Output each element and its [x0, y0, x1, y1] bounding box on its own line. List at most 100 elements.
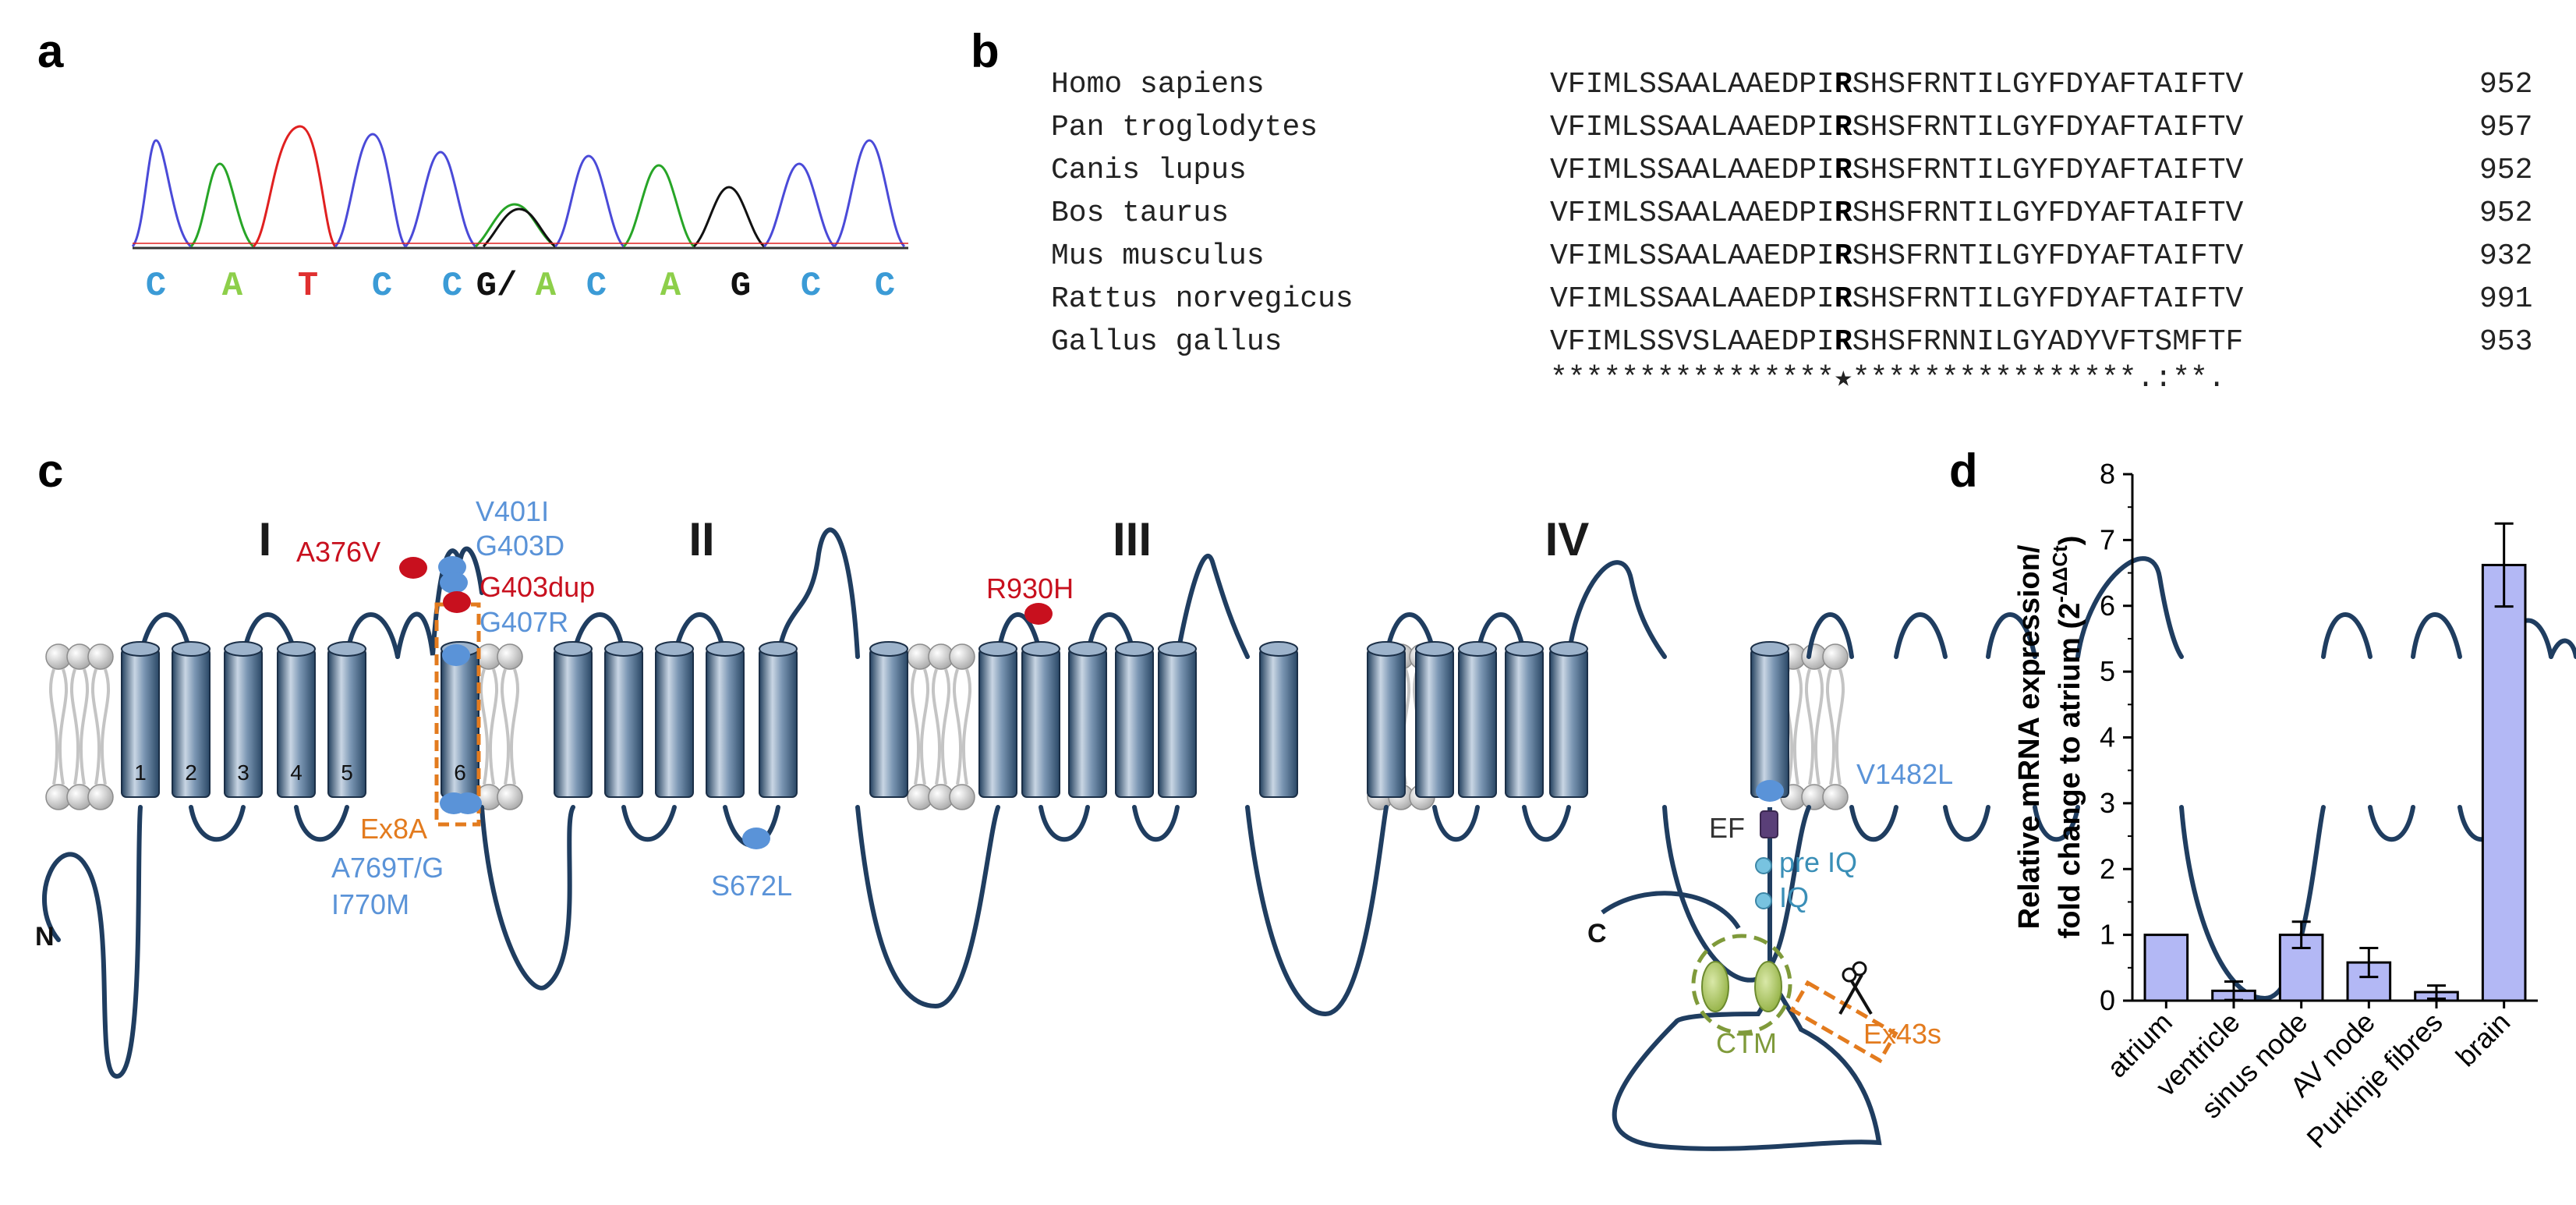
lipid-tail: [1835, 668, 1845, 785]
sequence-pre: VFIMLSSAALAAEDPI: [1550, 197, 1835, 230]
channel-loop: [294, 805, 349, 842]
variant-label-a769: A769T/G: [331, 852, 444, 884]
channel-loop: [345, 612, 400, 659]
channel-loop: [1943, 805, 1990, 842]
trace-peak-a2: [622, 164, 695, 248]
channel-loop: [1245, 805, 1389, 1017]
lipid-tail: [1813, 668, 1824, 785]
channel-loop: [1522, 805, 1571, 842]
conserved-arginine: R: [1835, 197, 1852, 230]
c-terminal-end: [1601, 891, 1741, 930]
channel-loop: [1986, 612, 2037, 659]
channel-loop: [1132, 805, 1180, 842]
conserved-arginine: R: [1835, 282, 1852, 316]
trace-peak-c6: [833, 139, 906, 248]
y-tick-label: 7: [2100, 523, 2115, 555]
channel-loop: [458, 546, 484, 595]
channel-loop: [621, 805, 677, 842]
lipid-tail: [919, 668, 930, 785]
channel-loop: [855, 805, 1000, 1009]
helix-body: [1115, 648, 1154, 798]
lipid-head: [87, 643, 114, 670]
transmembrane-helix: [224, 641, 263, 798]
v401i-dot: [438, 556, 466, 578]
ctm-outline: [1691, 934, 1792, 1035]
ctm-helix: [1701, 961, 1729, 1012]
variant-label-g407r: G407R: [479, 606, 568, 638]
helix-body: [978, 648, 1017, 798]
transmembrane-helix: [277, 641, 316, 798]
channel-loop: [2033, 805, 2080, 842]
r930h-dot: [1024, 603, 1053, 625]
conserved-arginine: R: [1835, 154, 1852, 187]
base-call: A: [536, 267, 557, 306]
helix-top: [121, 641, 160, 657]
trace-peak-a1: [189, 162, 255, 248]
variant-label-a376v: A376V: [296, 536, 380, 568]
helix-top: [1158, 641, 1197, 657]
base-call: C: [372, 267, 392, 306]
y-tick-label: 3: [2100, 787, 2115, 819]
lipid-head: [949, 643, 975, 670]
g403d-dot: [440, 572, 468, 594]
lipid-cluster: [1780, 643, 1849, 810]
helix-body: [1367, 648, 1406, 798]
lipid-tail: [479, 668, 490, 785]
transmembrane-helix: [978, 641, 1017, 798]
sequence-post: SHSFRNTILGYFDYAFTAIFTV: [1852, 111, 2244, 144]
residue-position: 952: [2479, 154, 2532, 187]
transmembrane-helix: [1415, 641, 1454, 798]
lipid-tail: [1825, 668, 1836, 785]
base-call: C: [801, 267, 821, 306]
channel-loop: [2411, 612, 2462, 659]
channel-loop: [395, 548, 462, 659]
helix-top: [604, 641, 643, 657]
conserved-arginine: R: [1835, 325, 1852, 359]
helix-top: [224, 641, 263, 657]
base-call: G: [731, 267, 751, 306]
channel-loop: [1384, 612, 1437, 659]
lipid-head: [87, 784, 114, 810]
sequence-post: SHSFRNTILGYFDYAFTAIFTV: [1852, 282, 2244, 316]
residue-position: 953: [2479, 325, 2532, 359]
sequence-pre: VFIMLSSAALAAEDPI: [1550, 111, 1835, 144]
helix-body: [869, 648, 908, 798]
lipid-tail: [58, 668, 69, 785]
base-call: A: [222, 267, 243, 306]
sequence-pre: VFIMLSSAALAAEDPI: [1550, 282, 1835, 316]
pre-iq-label: pre IQ: [1779, 846, 1857, 878]
domain-label: II: [688, 513, 714, 565]
helix-body: [554, 648, 593, 798]
channel-loop: [138, 612, 193, 659]
base-call: C: [442, 267, 462, 306]
segment-number: 6: [454, 760, 466, 785]
trace-peak-c5: [763, 162, 836, 248]
lipid-head: [1822, 643, 1849, 670]
helix-body: [1549, 648, 1588, 798]
transmembrane-helix: [554, 641, 593, 798]
lipid-head: [949, 784, 975, 810]
helix-body: [1505, 648, 1544, 798]
helix-top: [327, 641, 366, 657]
channel-loop: [479, 805, 575, 991]
segment-number: 2: [185, 760, 197, 785]
species-name: Homo sapiens: [1051, 68, 1265, 101]
channel-loop: [1849, 805, 1898, 842]
y-tick-label: 4: [2100, 721, 2115, 753]
channel-loop: [2075, 556, 2184, 659]
bar: [2481, 563, 2527, 1002]
lipid-head: [497, 784, 523, 810]
lipid-tail: [1804, 668, 1815, 785]
helix-top: [1115, 641, 1154, 657]
domain-label: III: [1113, 513, 1152, 565]
residue-position: 932: [2479, 239, 2532, 273]
lipid-tail: [931, 668, 942, 785]
helix-top: [1415, 641, 1454, 657]
channel-loop: [1894, 612, 1948, 659]
helix-top: [554, 641, 593, 657]
sequence-row: VFIMLSSAALAAEDPIRSHSFRNTILGYFDYAFTAIFTV: [1550, 197, 2244, 230]
sequence-pre: VFIMLSSAALAAEDPI: [1550, 239, 1835, 273]
helix-top: [655, 641, 694, 657]
